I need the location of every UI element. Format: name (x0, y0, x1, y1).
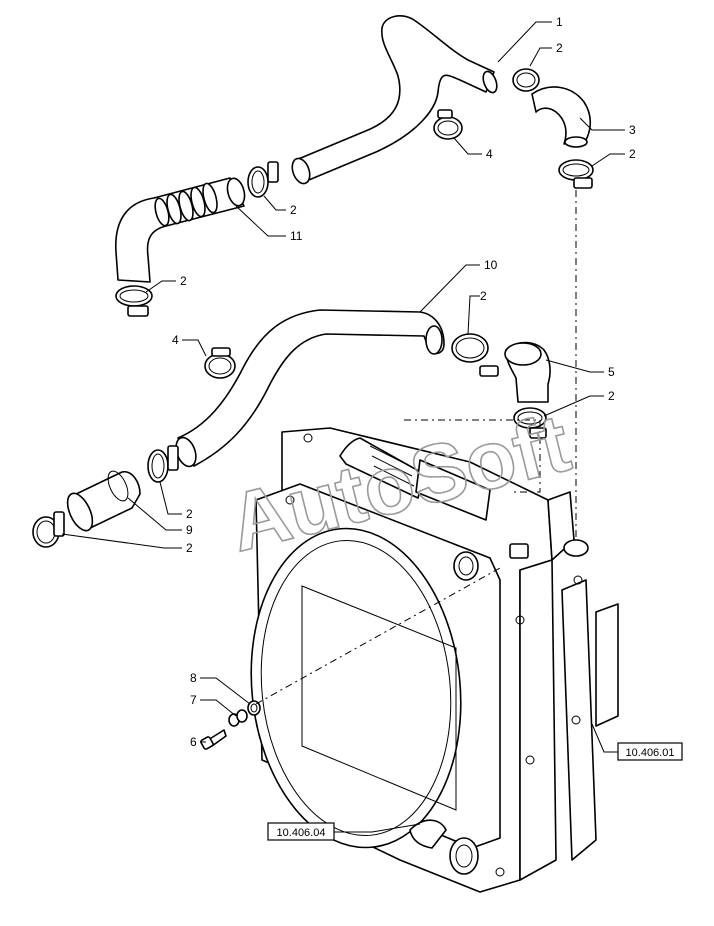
reference-label: 10.406.01 (626, 747, 675, 759)
hose-clamp (247, 161, 279, 198)
callout-2: 2 (556, 41, 563, 55)
callout-7: 7 (190, 693, 197, 707)
radiator-assembly (250, 427, 619, 893)
bolt-6 (200, 729, 227, 750)
callout-6: 6 (190, 735, 197, 749)
callout-2: 2 (180, 274, 187, 288)
hose-3 (531, 86, 592, 148)
callout-2: 2 (186, 507, 193, 521)
hose-5-elbow (504, 341, 551, 403)
hose-11-with-bellows (115, 177, 246, 283)
hose-clamp (513, 407, 547, 439)
callout-3: 3 (629, 123, 636, 137)
reference-box-bottom[interactable]: 10.406.04 (267, 822, 335, 841)
callout-2: 2 (480, 289, 487, 303)
callout-2: 2 (186, 541, 193, 555)
callout-4: 4 (486, 147, 493, 161)
callout-9: 9 (186, 523, 193, 537)
callout-1: 1 (556, 15, 563, 29)
hose-clamp (558, 159, 594, 189)
hose-10 (175, 309, 445, 468)
hose-clamp (115, 285, 153, 317)
hose-clamp (433, 109, 463, 140)
hose-9 (66, 470, 141, 532)
callout-5: 5 (608, 365, 615, 379)
hose-1 (291, 15, 498, 185)
bushing-8 (247, 700, 261, 716)
hose-clamp (512, 68, 540, 92)
callout-10: 10 (484, 258, 498, 272)
callout-2: 2 (290, 203, 297, 217)
callout-4: 4 (172, 333, 179, 347)
hose-clamp (204, 347, 236, 379)
hose-clamp (147, 445, 179, 483)
hose-clamp (451, 333, 499, 377)
leader-lines (61, 21, 625, 833)
reference-label: 10.406.04 (277, 827, 326, 839)
reference-box-right[interactable]: 10.406.01 (617, 742, 683, 761)
callout-11: 11 (290, 229, 303, 243)
callout-2: 2 (608, 389, 615, 403)
callout-2: 2 (629, 147, 636, 161)
hose-clamp (32, 511, 65, 548)
callout-8: 8 (190, 671, 197, 685)
